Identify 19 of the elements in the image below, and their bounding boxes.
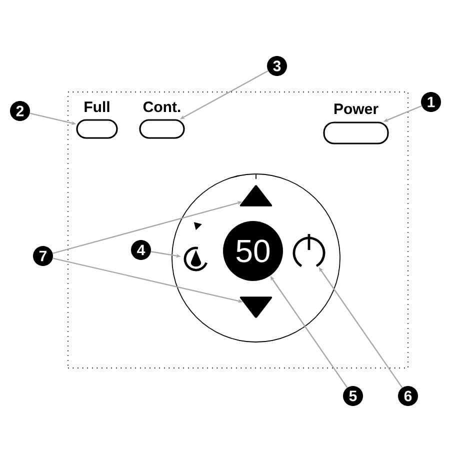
callout-number: 7	[33, 246, 53, 266]
callout-number: 6	[398, 386, 418, 406]
refresh-drop-icon	[184, 222, 208, 272]
node-label: Full	[84, 101, 110, 112]
button: Power	[323, 104, 389, 144]
node-label: Cont.	[143, 102, 180, 112]
dotted-panel	[68, 92, 408, 368]
callout-number: 1	[421, 92, 441, 112]
callout-number: 5	[343, 386, 363, 406]
arrow-button	[240, 296, 272, 318]
callout-number: 4	[131, 240, 151, 260]
button: Cont.	[139, 102, 185, 139]
callout-number: 3	[267, 56, 287, 76]
node-label: Power	[334, 104, 378, 114]
dial-ring	[172, 174, 340, 342]
button: Full	[76, 101, 118, 139]
power-icon	[292, 234, 326, 267]
arrow-button	[240, 185, 272, 206]
callout-number: 2	[10, 101, 30, 121]
